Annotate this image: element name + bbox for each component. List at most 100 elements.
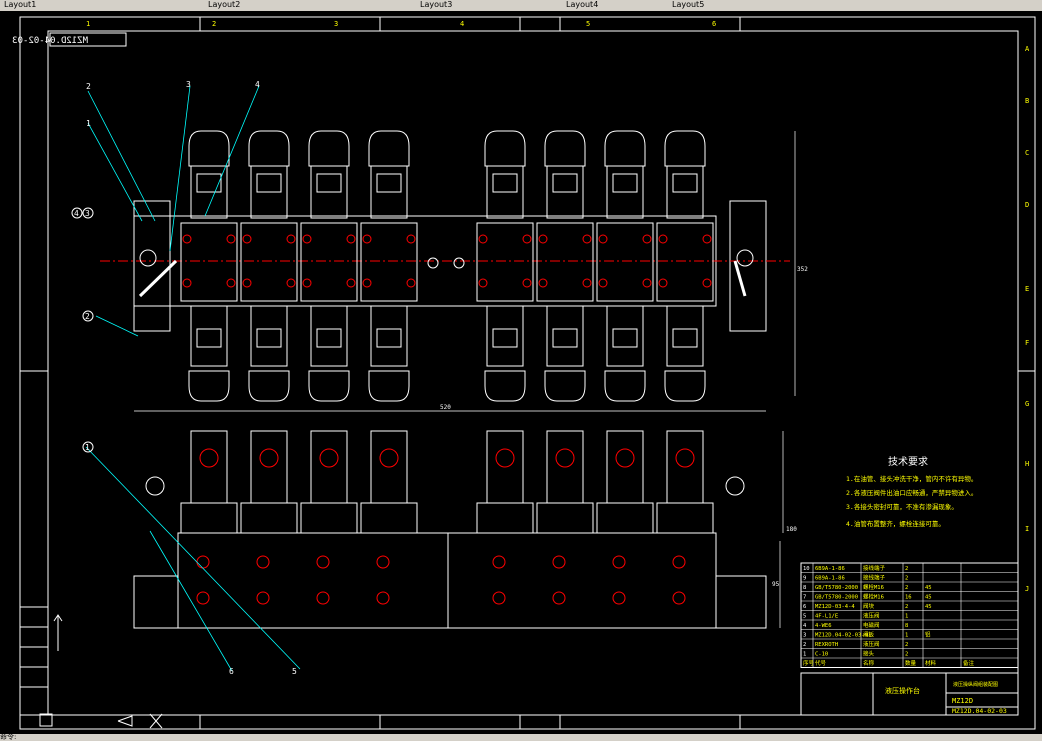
left-gauge xyxy=(145,476,165,496)
tab-layout-1[interactable]: Layout1 xyxy=(4,0,37,9)
solenoid-valve-front xyxy=(360,430,418,605)
tab-layout-4[interactable]: Layout4 xyxy=(566,0,599,9)
bom-cell: 2 xyxy=(905,576,908,582)
bom-header-cell: 备注 xyxy=(963,659,975,667)
valve-stack-top xyxy=(138,130,754,402)
zone-num-4: 4 xyxy=(460,20,464,28)
dim-h2-text: 180 xyxy=(786,526,797,533)
bom-header-cell: 名称 xyxy=(863,659,875,667)
balloon-3a: 3 xyxy=(186,80,191,89)
left-end-block xyxy=(133,200,171,332)
drawing-number: MZ12D.04-02-03 xyxy=(952,707,1007,715)
bom-cell: C-10 xyxy=(815,652,828,658)
bom-cell: 7 xyxy=(803,595,806,601)
front-left-block xyxy=(133,575,179,629)
bom-cell: 液压阀 xyxy=(863,640,880,648)
revision-strip xyxy=(19,606,49,716)
bom-cell: 阀块 xyxy=(863,602,875,610)
bom-cell: 9 xyxy=(803,576,806,582)
bom-cell: 45 xyxy=(925,595,932,601)
bom-cell: 45 xyxy=(925,604,932,610)
right-end-block xyxy=(729,200,767,332)
bom-cell: 2 xyxy=(905,604,908,610)
balloon-3b: 3 xyxy=(85,209,90,218)
bom-cell: 2 xyxy=(905,585,908,591)
bom-header-cell: 序号 xyxy=(803,659,815,667)
solenoid-valve-front xyxy=(240,430,298,605)
zone-letter-f: F xyxy=(1025,339,1029,347)
zone-letter-d: D xyxy=(1025,201,1029,209)
right-lever xyxy=(733,260,747,297)
bom-cell: 螺栓M16 xyxy=(863,593,884,601)
zone-num-6: 6 xyxy=(712,20,716,28)
solenoid-valve-top xyxy=(360,130,418,402)
bom-cell: 2 xyxy=(905,652,908,658)
technical-notes: 技术要求 1.在油管、接头冲洗干净，管内不许有异物。 2.各液压阀件出油口应畅通… xyxy=(846,455,977,528)
zone-letter-a: A xyxy=(1025,45,1030,53)
right-gauge xyxy=(725,476,745,496)
solenoid-valve-top xyxy=(300,130,358,402)
bom-cell: REXROTH xyxy=(815,642,838,648)
notes-title: 技术要求 xyxy=(888,455,928,468)
zone-num-2: 2 xyxy=(212,20,216,28)
center-bolt xyxy=(427,257,439,269)
bom-cell: 4 xyxy=(803,623,807,629)
note-line-3: 3.各接头密封可靠，不准有渗漏现象。 xyxy=(846,502,958,511)
balloon-6: 6 xyxy=(229,667,234,676)
bom-cell: 液压阀 xyxy=(863,612,880,620)
bom-cell: 2 xyxy=(905,566,908,572)
bom-cell: 10 xyxy=(803,566,810,572)
balloon-4a: 4 xyxy=(255,80,260,89)
zone-letter-e: E xyxy=(1025,285,1029,293)
part-code: MZ12D xyxy=(952,697,973,705)
bom-cell: GB/T5780-2000 xyxy=(815,595,858,601)
solenoid-valve-top xyxy=(536,130,594,402)
solenoid-valve-front xyxy=(180,430,238,605)
bom-cell: 1 xyxy=(803,652,806,658)
bom-header-cell: 数量 xyxy=(905,659,917,667)
bom-cell: 接线端子 xyxy=(863,574,886,582)
zone-num-1: 1 xyxy=(86,20,90,28)
solenoid-valve-front xyxy=(536,430,594,605)
bom-cell: 接线端子 xyxy=(863,564,886,572)
bom-cell: 6B9A-1-86 xyxy=(815,576,845,582)
zone-letter-c: C xyxy=(1025,149,1029,157)
zone-letter-i: I xyxy=(1025,525,1029,533)
bom-cell: 1 xyxy=(905,633,908,639)
zone-letter-b: B xyxy=(1025,97,1029,105)
bom-cell: MZ12D-03-4-4 xyxy=(815,604,855,610)
manifold-left xyxy=(177,532,449,629)
solenoid-valve-front xyxy=(300,430,358,605)
outer-frame xyxy=(19,16,1036,730)
center-bolt xyxy=(453,257,465,269)
right-port xyxy=(736,249,754,267)
title-block: 液压操作台 MZ12D 液压操纵阀组装配图 MZ12D.04-02-03 xyxy=(800,672,1019,716)
bom-cell: 5 xyxy=(803,614,806,620)
note-line-4: 4.油管布置整齐，螺栓连接可靠。 xyxy=(846,519,945,528)
tab-layout-3[interactable]: Layout3 xyxy=(420,0,453,9)
drawing-id-box: MZ12D.04-02-03 xyxy=(12,32,127,47)
bom-cell: 45 xyxy=(925,585,932,591)
bom-cell: 铝 xyxy=(925,631,931,639)
bom-cell: GB/T5780-2000 xyxy=(815,585,858,591)
front-right-block xyxy=(715,575,767,629)
bom-cell: 8 xyxy=(803,585,806,591)
leader-lines xyxy=(85,85,301,672)
bom-cell: 接头 xyxy=(863,650,875,658)
bom-cell: MZ12D.04-02-03-01 xyxy=(815,633,871,639)
tab-layout-5[interactable]: Layout5 xyxy=(672,0,705,9)
bom-header-cell: 代号 xyxy=(815,659,827,667)
ucs-icon[interactable] xyxy=(39,614,163,729)
tab-layout-2[interactable]: Layout2 xyxy=(208,0,241,9)
solenoid-valve-front xyxy=(656,430,714,605)
zone-num-5: 5 xyxy=(586,20,590,28)
bom-cell: 阀板 xyxy=(863,631,875,639)
command-line[interactable]: 命令: xyxy=(0,734,1042,741)
note-line-2: 2.各液压阀件出油口应畅通，严禁异物进入。 xyxy=(846,488,977,497)
inner-frame xyxy=(47,30,1019,716)
drawing-svg: 1 2 3 4 5 6 A B C D E F G H I J MZ12D.04… xyxy=(12,16,1036,730)
zone-labels: 1 2 3 4 5 6 A B C D E F G H I J xyxy=(86,20,1030,593)
cad-drawing-canvas[interactable]: 1 2 3 4 5 6 A B C D E F G H I J MZ12D.04… xyxy=(0,11,1042,735)
dim-height-text: 352 xyxy=(797,266,808,273)
